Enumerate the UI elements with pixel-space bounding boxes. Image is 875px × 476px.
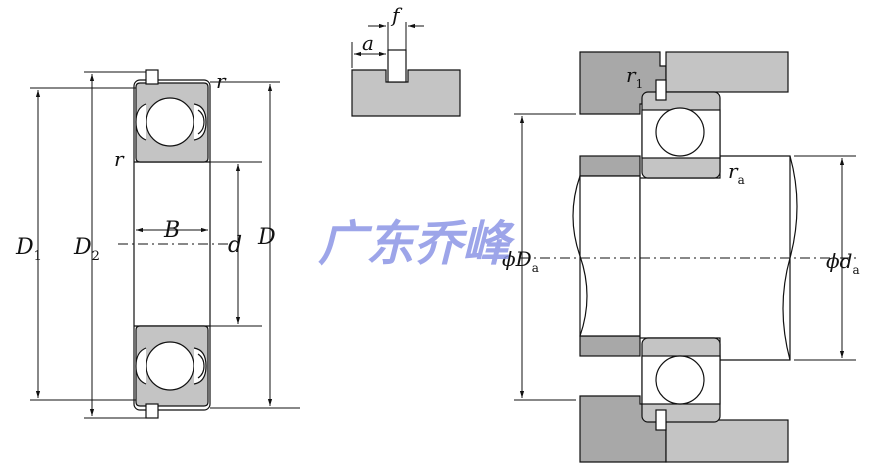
- label-r-top: r: [216, 69, 227, 93]
- left-dimensions: [30, 71, 300, 419]
- label-a: a: [362, 31, 374, 55]
- label-B: B: [163, 218, 180, 243]
- label-d: d: [228, 233, 242, 258]
- shaft: [579, 175, 641, 337]
- watermark: 广东乔峰: [318, 216, 516, 272]
- label-f: f: [390, 3, 403, 27]
- label-ra: ra: [728, 159, 745, 187]
- groove-detail: [351, 22, 461, 117]
- label-D2: D2: [73, 235, 100, 264]
- bearing-cross-section: [118, 69, 228, 419]
- mounted-assembly: [520, 51, 860, 463]
- ball-top: [145, 97, 195, 147]
- ball-bottom: [145, 341, 195, 391]
- label-r1: r1: [626, 63, 643, 91]
- label-D: D: [257, 225, 276, 250]
- label-Da: ϕDa: [502, 247, 539, 275]
- snap-ring-top: [145, 69, 159, 85]
- right-dimensions: [514, 113, 856, 401]
- label-da: ϕda: [826, 249, 860, 277]
- label-D1: D1: [15, 235, 42, 264]
- snap-ring-bottom: [145, 403, 159, 419]
- label-r-left: r: [114, 147, 125, 171]
